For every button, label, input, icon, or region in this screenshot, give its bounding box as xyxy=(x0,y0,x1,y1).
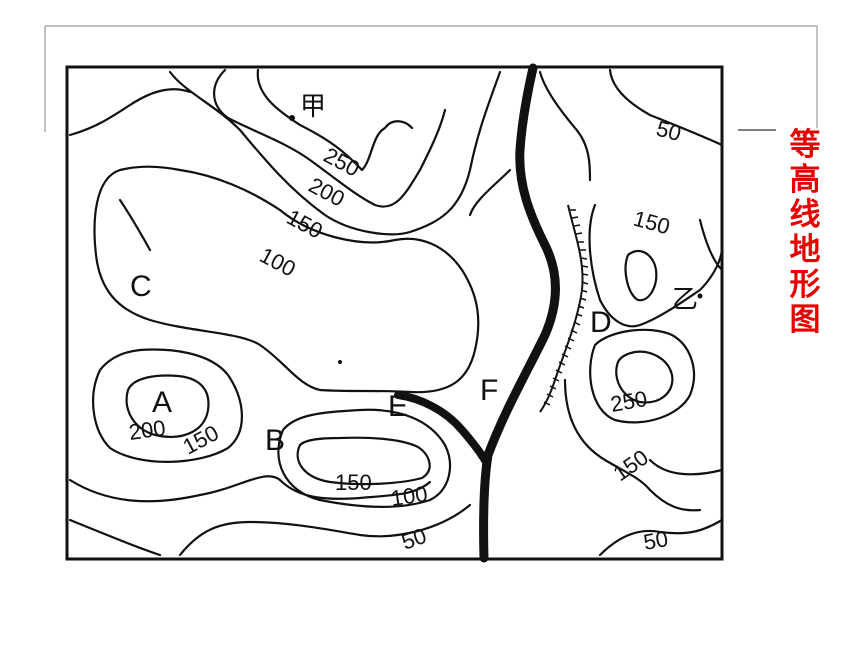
contour-100-lower-left xyxy=(68,475,432,503)
point-yi xyxy=(697,293,703,299)
label-E: E xyxy=(388,390,408,423)
contour-150-right xyxy=(588,203,724,328)
label-250-right: 250 xyxy=(609,386,650,417)
label-100-bottom: 100 xyxy=(389,481,429,511)
label-150-lower-right: 150 xyxy=(609,445,653,487)
river xyxy=(479,63,560,563)
contour-50-bottom xyxy=(178,503,472,557)
label-200-A: 200 xyxy=(127,415,167,445)
contour-150-A xyxy=(92,348,243,463)
label-C: C xyxy=(130,270,152,303)
point-jia xyxy=(289,115,295,121)
point-E-col xyxy=(338,360,342,364)
contour-100 xyxy=(93,165,480,394)
label-50-bottom: 50 xyxy=(398,523,430,555)
map-title: 等 高 线 地 形 图 xyxy=(783,128,827,338)
contour-right-mid xyxy=(698,218,724,272)
label-150-right: 150 xyxy=(631,206,673,240)
cliff-line xyxy=(539,204,584,413)
contour-center xyxy=(468,168,512,217)
contour-bottom-left xyxy=(68,518,162,557)
title-char: 等 xyxy=(789,127,821,163)
contour-50-left xyxy=(68,88,192,137)
contour-150-B xyxy=(296,436,431,486)
label-B: B xyxy=(265,424,285,457)
title-char: 线 xyxy=(789,197,821,233)
cliff-hatching xyxy=(543,209,589,406)
contour-right-outer xyxy=(538,70,592,182)
contour-150-top xyxy=(168,70,502,236)
label-50-top-right: 50 xyxy=(654,116,684,146)
label-A: A xyxy=(152,386,172,419)
label-F: F xyxy=(480,374,498,407)
title-char: 高 xyxy=(789,162,821,198)
title-char: 形 xyxy=(789,267,821,303)
label-yi: 乙 xyxy=(672,284,698,314)
label-jia: 甲 xyxy=(300,91,326,121)
contour-50-lower-right xyxy=(598,518,724,557)
contour-yi-hilltop xyxy=(624,249,658,302)
contour-200-right xyxy=(589,328,695,424)
map-border xyxy=(65,65,724,561)
contour-dashed-valley xyxy=(118,198,152,252)
title-char: 图 xyxy=(789,302,821,338)
contour-50-top-right xyxy=(608,68,724,147)
label-150-B: 150 xyxy=(335,470,372,495)
label-50-lower-right: 50 xyxy=(642,526,670,555)
contour-250-right xyxy=(615,350,674,404)
contour-lower-right-2 xyxy=(648,458,724,476)
label-250-top: 250 xyxy=(320,142,364,181)
river-tributary xyxy=(394,391,490,466)
contour-250-top xyxy=(256,68,414,172)
label-D: D xyxy=(590,306,612,339)
contour-200-A xyxy=(125,374,210,438)
title-char: 地 xyxy=(789,232,821,268)
label-100-top: 100 xyxy=(256,242,300,281)
contour-100-B xyxy=(277,408,452,508)
contour-150-lower-right xyxy=(563,378,702,512)
